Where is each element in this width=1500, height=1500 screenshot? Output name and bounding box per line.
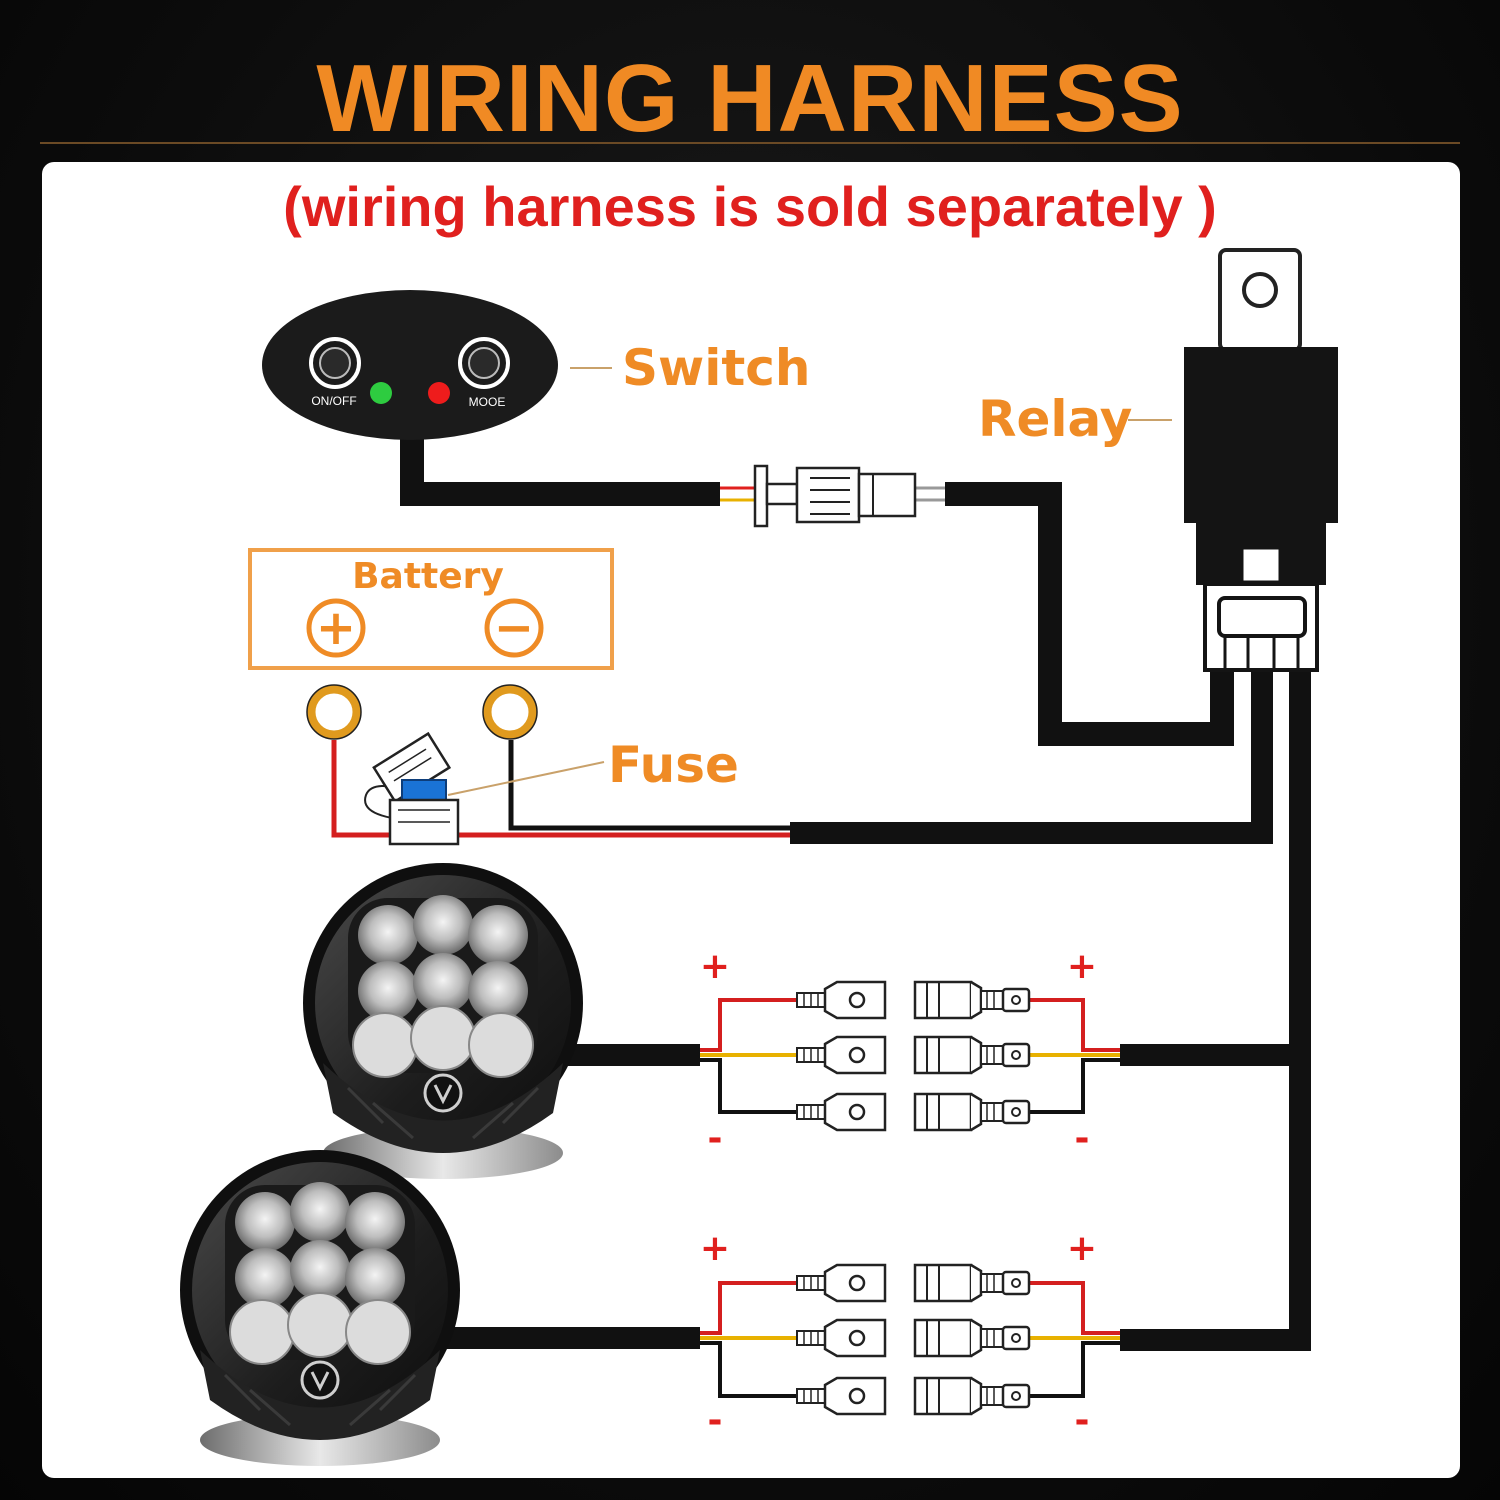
- polarity-negative-label: -: [1075, 1118, 1090, 1159]
- connector-icon: [720, 464, 945, 528]
- on-off-label: ON/OFF: [311, 394, 356, 408]
- mode-label: MOOE: [469, 395, 506, 409]
- ring-terminal-icon: [306, 684, 538, 740]
- switch-panel-icon: ON/OFF MOOE: [262, 290, 558, 440]
- relay-label: Relay: [978, 390, 1132, 448]
- battery-negative-symbol: −: [494, 600, 534, 656]
- harness-wires: [400, 438, 1311, 1351]
- relay-icon: [1184, 248, 1338, 672]
- connection-group-light-1: [700, 998, 1120, 1114]
- battery-icon: Battery + −: [248, 548, 614, 670]
- polarity-positive-label: +: [1067, 1228, 1097, 1269]
- light-pod-icon: [301, 861, 585, 1181]
- red-led-indicator: [428, 382, 450, 404]
- mode-button[interactable]: [458, 337, 510, 389]
- battery-leads: [331, 740, 790, 838]
- battery-positive-symbol: +: [316, 600, 356, 656]
- polarity-negative-label: -: [708, 1400, 723, 1441]
- polarity-positive-label: +: [1067, 946, 1097, 987]
- switch-label: Switch: [622, 339, 810, 397]
- polarity-negative-label: -: [1075, 1400, 1090, 1441]
- connector-icon: [795, 980, 1031, 1132]
- polarity-negative-label: -: [708, 1118, 723, 1159]
- on-off-button[interactable]: [309, 337, 361, 389]
- light-pod-icon: [178, 1148, 462, 1468]
- fuse-leader-line: [447, 761, 605, 796]
- title-divider: [40, 142, 1460, 144]
- polarity-positive-label: +: [700, 946, 730, 987]
- page-subtitle: (wiring harness is sold separately ): [283, 175, 1217, 238]
- fuse-label: Fuse: [608, 736, 739, 794]
- connector-icon: [795, 1263, 1031, 1416]
- connection-group-light-2: [700, 1281, 1120, 1398]
- green-led-indicator: [370, 382, 392, 404]
- polarity-positive-label: +: [700, 1228, 730, 1269]
- battery-label: Battery: [352, 556, 504, 597]
- fuse-icon: [364, 731, 460, 846]
